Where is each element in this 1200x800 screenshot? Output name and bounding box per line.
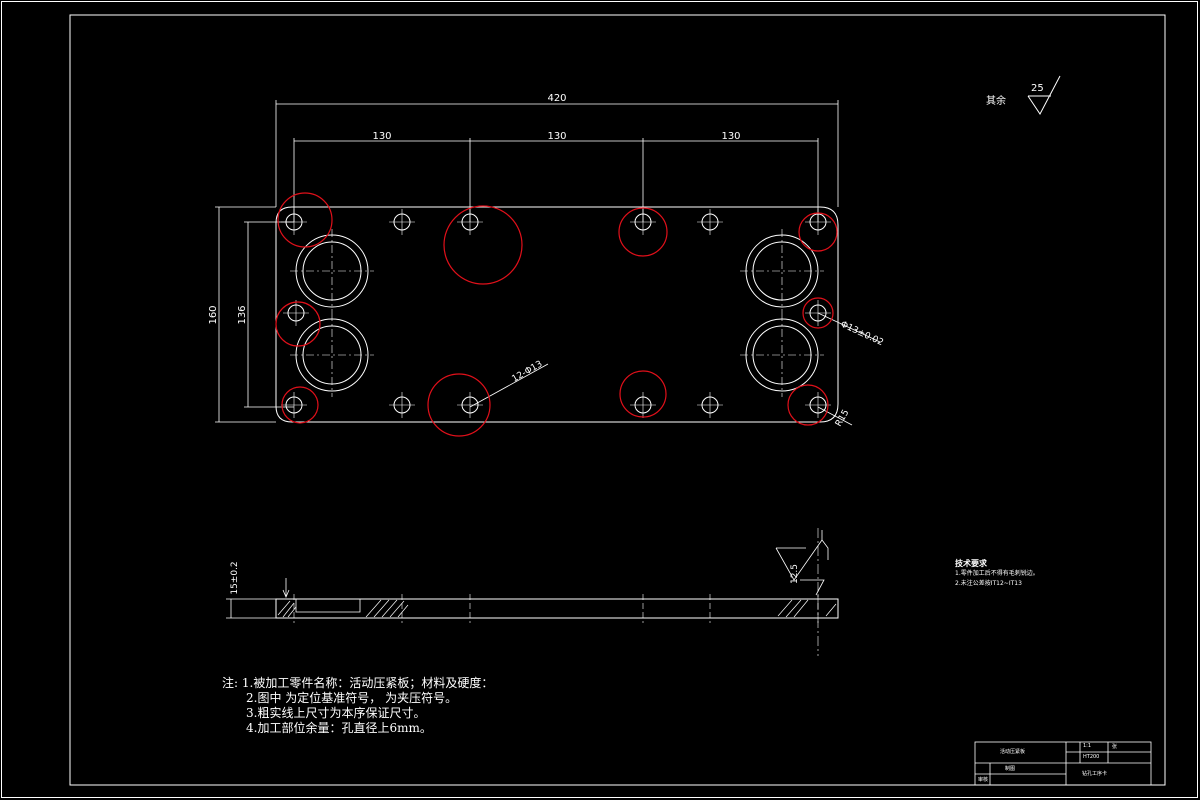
- small-holes: [281, 209, 831, 418]
- small-hole: [283, 300, 309, 326]
- markup-circle: [277, 192, 333, 248]
- plate-plan-view: [275, 206, 839, 423]
- dim-spacing-1: 130: [372, 131, 391, 142]
- bore-hole: [740, 229, 824, 313]
- technical-requirements: 技术要求 1.零件加工后不得有毛刺锐边。 2.未注公差按IT12~IT13: [955, 558, 1039, 589]
- small-hole: [805, 300, 831, 326]
- title-block: [974, 741, 1152, 786]
- markup-circle: [281, 386, 319, 424]
- title-drawn: 制图: [1005, 766, 1016, 772]
- dim-hole-pattern: 12-Φ13: [511, 359, 545, 384]
- markup-circles: [275, 192, 838, 437]
- plate-section-view: [226, 528, 839, 656]
- roughness-value: 25: [1031, 83, 1044, 94]
- title-sheet: 张: [1112, 744, 1118, 750]
- note-line-2: 2.图中 为定位基准符号， 为夹压符号。: [246, 691, 458, 705]
- title-ratio: 1:1: [1083, 743, 1092, 749]
- notes-block: 注: 1.被加工零件名称：活动压紧板；材料及硬度： 2.图中 为定位基准符号， …: [222, 676, 493, 736]
- big-bores: [290, 229, 824, 397]
- section-hole-centerlines: [293, 594, 819, 623]
- dim-thickness: 15±0.2: [230, 561, 240, 594]
- small-hole: [630, 209, 656, 235]
- note-line-1: 1.被加工零件名称：活动压紧板；材料及硬度：: [241, 676, 494, 690]
- small-hole: [697, 392, 723, 418]
- bore-hole: [290, 313, 374, 397]
- tech-req-title: 技术要求: [955, 559, 987, 568]
- dim-spacing-3: 130: [721, 131, 740, 142]
- dim-spacing-2: 130: [547, 131, 566, 142]
- tech-req-line-1: 1.零件加工后不得有毛刺锐边。: [955, 570, 1039, 577]
- small-hole: [281, 392, 307, 418]
- section-hatching: [277, 599, 837, 618]
- markup-circle: [787, 384, 829, 426]
- notes-prefix: 注:: [222, 676, 239, 690]
- small-hole: [281, 209, 307, 235]
- note-line-4: 4.加工部位余量：孔直径上6mm。: [246, 721, 432, 735]
- roughness-label: 其余: [986, 94, 1006, 107]
- title-part-name: 活动压紧板: [1000, 749, 1026, 755]
- dim-height-outer: 160: [208, 305, 219, 324]
- small-hole: [389, 209, 415, 235]
- dim-height-inner: 136: [237, 305, 248, 324]
- markup-circle: [619, 370, 667, 418]
- title-checked: 审核: [978, 777, 989, 783]
- markup-circle: [798, 212, 838, 252]
- dim-roughness-local: 12.5: [790, 564, 800, 584]
- small-hole: [630, 392, 656, 418]
- markup-circle: [275, 301, 321, 347]
- roughness-symbol-icon: [1027, 75, 1061, 115]
- dim-bore-tolerance: Φ13±0.02: [839, 320, 885, 349]
- title-material: HT200: [1083, 754, 1100, 760]
- plate-outline: [275, 206, 839, 423]
- small-hole: [457, 209, 483, 235]
- small-hole: [389, 392, 415, 418]
- markup-circle: [618, 207, 668, 257]
- bore-hole: [290, 229, 374, 313]
- drawing-frame: [69, 14, 1166, 786]
- small-hole: [457, 392, 483, 418]
- small-hole: [805, 392, 831, 418]
- dim-overall-length: 420: [547, 93, 566, 104]
- markup-circle: [427, 373, 491, 437]
- bore-hole: [740, 313, 824, 397]
- small-hole: [697, 209, 723, 235]
- plan-dimension-lines: [215, 100, 881, 426]
- note-line-3: 3.粗实线上尺寸为本序保证尺寸。: [246, 706, 426, 720]
- markup-circle: [802, 297, 834, 329]
- title-process: 钻孔工序卡: [1082, 771, 1108, 777]
- tech-req-line-2: 2.未注公差按IT12~IT13: [955, 580, 1022, 587]
- markup-circle: [443, 205, 523, 285]
